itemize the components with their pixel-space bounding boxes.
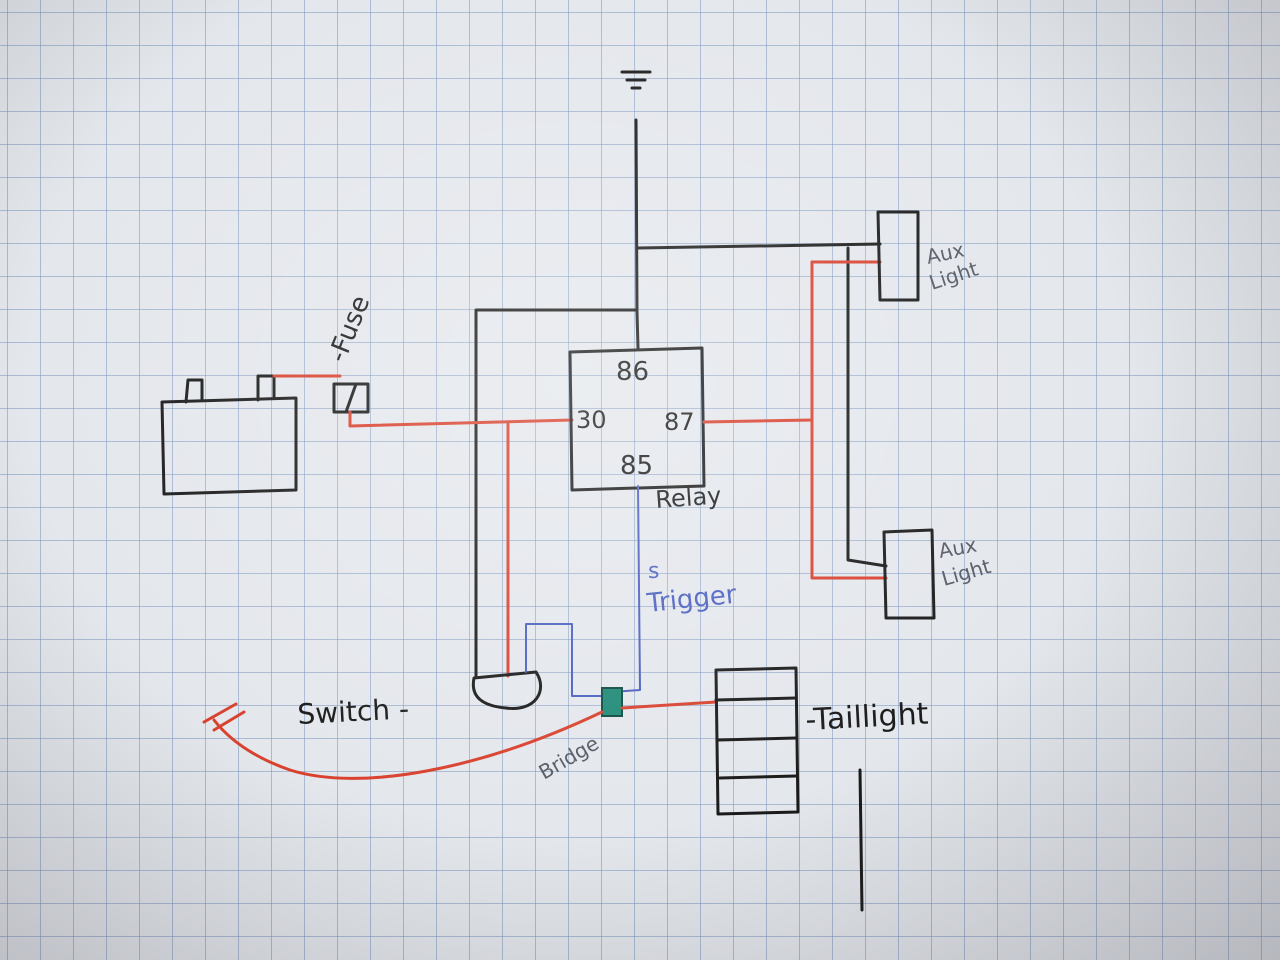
trigger-label: Trigger xyxy=(645,580,739,619)
relay-label: Relay xyxy=(654,481,722,514)
switch xyxy=(471,670,543,710)
relay-pin-30: 30 xyxy=(576,406,607,434)
fuse xyxy=(332,382,370,414)
fuse-to-relay-wire xyxy=(348,410,574,428)
aux-light-bottom xyxy=(882,528,936,620)
relay-pin-87: 87 xyxy=(664,408,695,436)
relay xyxy=(568,346,706,492)
taillight-label: -Taillight xyxy=(805,697,930,738)
relay-pin-86: 86 xyxy=(616,357,649,387)
taillight-post-line xyxy=(858,768,864,912)
bridge-label: Bridge xyxy=(535,731,603,784)
relay-to-aux-lights-wire xyxy=(702,260,888,580)
relay-pin-85: 85 xyxy=(620,451,653,481)
bridge-connector xyxy=(601,687,623,717)
switch-label: Switch - xyxy=(297,692,410,731)
trigger-mark: s xyxy=(648,559,659,584)
fuse-label: -Fuse xyxy=(323,291,377,366)
trigger-wire xyxy=(525,485,641,697)
battery xyxy=(160,374,298,496)
aux-light-top xyxy=(876,210,920,302)
taillight-wire xyxy=(202,700,718,780)
switch-ground-wire xyxy=(474,308,639,678)
ground-wire xyxy=(634,118,888,568)
ground-symbol xyxy=(620,70,652,90)
taillight xyxy=(714,666,800,816)
